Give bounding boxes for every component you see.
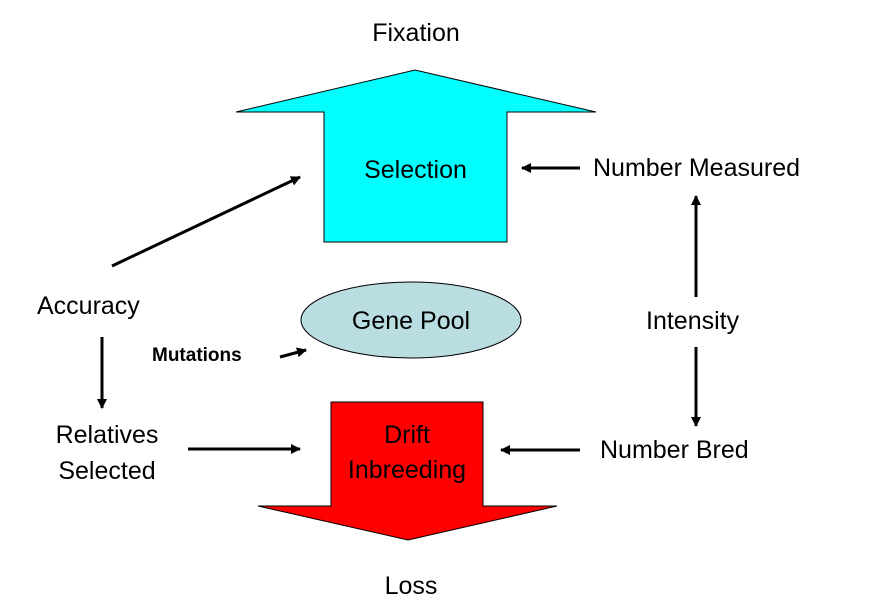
number-measured-label: Number Measured <box>593 154 801 182</box>
relatives-label-line2: Selected <box>58 457 156 485</box>
arrow-accuracy-to-selection <box>111 175 301 268</box>
intensity-label: Intensity <box>646 307 740 335</box>
fixation-label: Fixation <box>372 19 460 47</box>
gene-pool-ellipse <box>300 281 522 359</box>
accuracy-label: Accuracy <box>37 292 140 320</box>
relatives-label-line1: Relatives <box>55 421 159 449</box>
gene-pool-label: Gene Pool <box>351 307 471 335</box>
drift-label: Drift <box>384 421 430 449</box>
mutations-label: Mutations <box>152 345 242 366</box>
drift-down-arrow <box>257 401 558 541</box>
selection-label: Selection <box>364 156 467 184</box>
selection-up-arrow <box>235 69 597 243</box>
arrow-mutations-to-gene-pool <box>279 347 307 359</box>
number-bred-label: Number Bred <box>600 436 749 464</box>
inbreeding-label: Inbreeding <box>347 456 467 484</box>
loss-label: Loss <box>384 572 438 600</box>
